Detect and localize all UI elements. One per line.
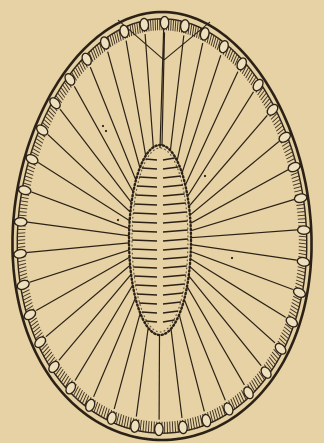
hatch-tick	[171, 19, 172, 31]
center-dash	[145, 321, 157, 322]
center-dash	[133, 213, 157, 214]
center-dash	[142, 312, 157, 313]
center-dash	[133, 267, 157, 268]
center-dash	[145, 159, 157, 160]
speck	[204, 175, 206, 177]
center-dash	[137, 294, 157, 295]
speck	[105, 130, 107, 132]
hatch-tick	[170, 422, 171, 434]
center-dash	[132, 240, 157, 241]
rim-node	[140, 18, 149, 31]
center-dash	[135, 285, 157, 286]
center-dash	[135, 195, 157, 196]
center-dash	[137, 186, 157, 187]
center-dash	[134, 276, 157, 277]
hatch-tick	[298, 219, 307, 220]
speck	[117, 219, 119, 221]
center-dash	[133, 258, 157, 259]
center-dash	[142, 168, 157, 169]
center-dash	[132, 249, 157, 250]
speck	[102, 125, 104, 127]
center-dash	[139, 303, 157, 304]
hatch-tick	[153, 19, 154, 31]
rim-node	[297, 226, 310, 235]
hatch-tick	[17, 233, 26, 234]
center-dash	[132, 231, 157, 232]
speck	[231, 257, 233, 259]
center-dash	[139, 177, 157, 178]
center-dash	[134, 204, 157, 205]
rim-node	[14, 218, 27, 227]
rim-node	[155, 423, 164, 436]
center-dash	[133, 222, 157, 223]
rim-node	[160, 16, 169, 29]
